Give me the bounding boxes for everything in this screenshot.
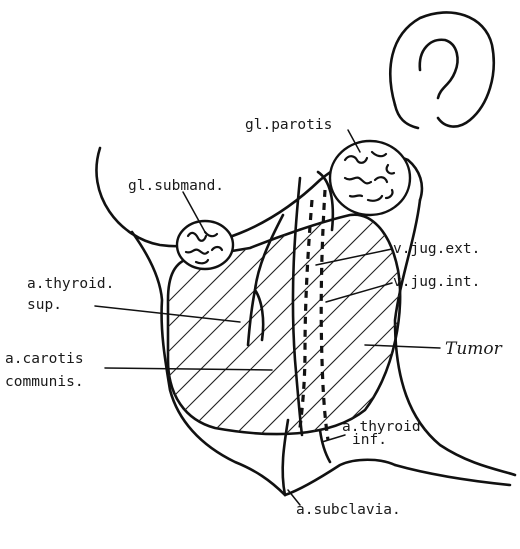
label-gl-parotis: gl.parotis — [245, 117, 332, 133]
leader-v-jug-ext — [316, 249, 392, 265]
carotid-branch-2 — [255, 290, 263, 340]
label-a-carotis-2: communis. — [5, 374, 84, 390]
label-a-thyroid-sup-1: a.thyroid. — [27, 276, 114, 292]
label-v-jug-int: v.jug.int. — [393, 274, 480, 290]
clavicle-line — [285, 460, 395, 495]
ear-inner-fold — [420, 40, 458, 98]
label-a-carotis-1: a.carotis — [5, 351, 84, 367]
neck-front-outline — [132, 232, 285, 495]
subclavian-artery-line — [283, 420, 288, 495]
label-v-jug-ext: v.jug.ext. — [393, 241, 480, 257]
leader-a-carotis — [105, 368, 272, 370]
vena-jugularis-interna — [321, 190, 328, 440]
ear-lobe — [395, 105, 418, 128]
label-a-subclavia: a.subclavia. — [296, 502, 401, 518]
leader-a-thyroid-inf — [322, 435, 345, 442]
muscle-outline-left — [293, 178, 302, 435]
label-gl-submand: gl.submand. — [128, 178, 224, 194]
parotid-gland — [330, 141, 410, 215]
leader-tumor — [365, 345, 440, 348]
ear-outline — [390, 12, 493, 126]
label-a-thyroid-inf-2: inf. — [352, 432, 387, 448]
label-a-thyroid-sup-2: sup. — [27, 297, 62, 313]
thyroid-inf-vessel — [320, 430, 330, 462]
label-tumor: Tumor — [445, 339, 503, 359]
